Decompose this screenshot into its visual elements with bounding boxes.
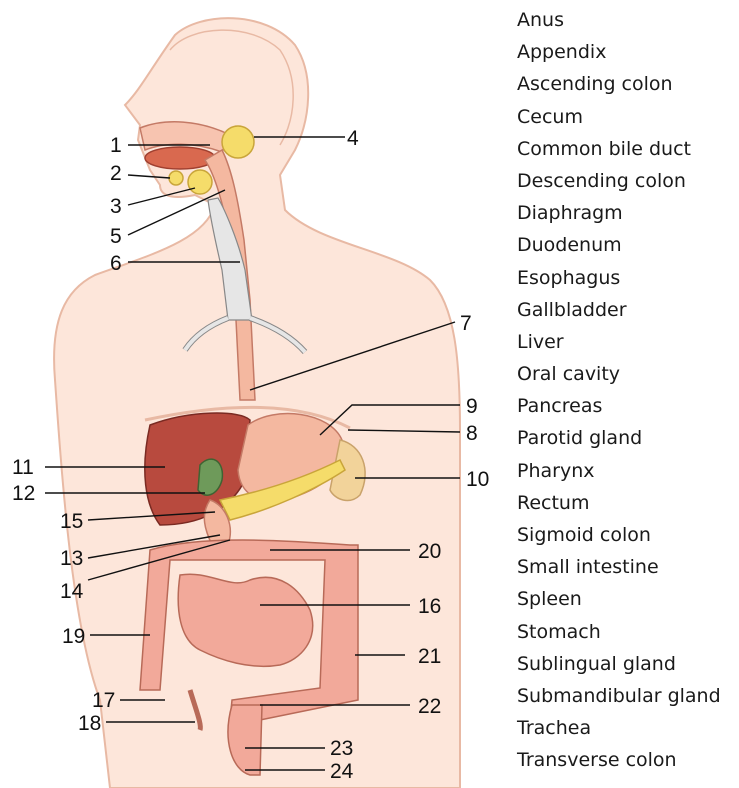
callout-6: 6 xyxy=(110,252,122,275)
callout-22: 22 xyxy=(418,695,441,718)
callout-17: 17 xyxy=(92,689,115,712)
term-appendix: Appendix xyxy=(517,36,721,68)
callout-24: 24 xyxy=(330,760,354,783)
term-sublingual-gland: Sublingual gland xyxy=(517,648,721,680)
term-diaphragm: Diaphragm xyxy=(517,197,721,229)
callout-20: 20 xyxy=(418,540,441,563)
term-trachea: Trachea xyxy=(517,712,721,744)
term-sigmoid-colon: Sigmoid colon xyxy=(517,519,721,551)
callout-13: 13 xyxy=(60,547,83,570)
submandibular-gland xyxy=(188,170,212,194)
term-esophagus: Esophagus xyxy=(517,262,721,294)
term-spleen: Spleen xyxy=(517,583,721,615)
term-cecum: Cecum xyxy=(517,101,721,133)
term-small-intestine: Small intestine xyxy=(517,551,721,583)
callout-16: 16 xyxy=(418,595,441,618)
callout-15: 15 xyxy=(60,510,83,533)
term-anus: Anus xyxy=(517,4,721,36)
callout-18: 18 xyxy=(78,712,101,735)
term-stomach: Stomach xyxy=(517,616,721,648)
term-common-bile-duct: Common bile duct xyxy=(517,133,721,165)
parotid-gland xyxy=(222,126,254,158)
term-ascending-colon: Ascending colon xyxy=(517,68,721,100)
term-pharynx: Pharynx xyxy=(517,455,721,487)
term-pancreas: Pancreas xyxy=(517,390,721,422)
term-list: Anus Appendix Ascending colon Cecum Comm… xyxy=(517,4,721,777)
callout-14: 14 xyxy=(60,580,84,603)
term-oral-cavity: Oral cavity xyxy=(517,358,721,390)
callout-5: 5 xyxy=(110,225,122,248)
term-liver: Liver xyxy=(517,326,721,358)
callout-21: 21 xyxy=(418,645,441,668)
callout-19: 19 xyxy=(62,625,85,648)
sublingual-gland xyxy=(169,171,183,185)
callout-4: 4 xyxy=(347,127,359,150)
term-duodenum: Duodenum xyxy=(517,229,721,261)
term-submandibular-gland: Submandibular gland xyxy=(517,680,721,712)
term-gallbladder: Gallbladder xyxy=(517,294,721,326)
term-descending-colon: Descending colon xyxy=(517,165,721,197)
callout-10: 10 xyxy=(466,468,489,491)
term-transverse-colon: Transverse colon xyxy=(517,744,721,776)
term-parotid-gland: Parotid gland xyxy=(517,422,721,454)
callout-7: 7 xyxy=(460,312,472,335)
callout-9: 9 xyxy=(466,395,478,418)
callout-3: 3 xyxy=(110,195,122,218)
callout-12: 12 xyxy=(12,482,35,505)
callout-23: 23 xyxy=(330,737,353,760)
callout-8: 8 xyxy=(466,422,478,445)
tongue xyxy=(145,147,215,169)
callout-1: 1 xyxy=(110,134,122,157)
callout-2: 2 xyxy=(110,162,122,185)
callout-11: 11 xyxy=(12,456,34,479)
term-rectum: Rectum xyxy=(517,487,721,519)
